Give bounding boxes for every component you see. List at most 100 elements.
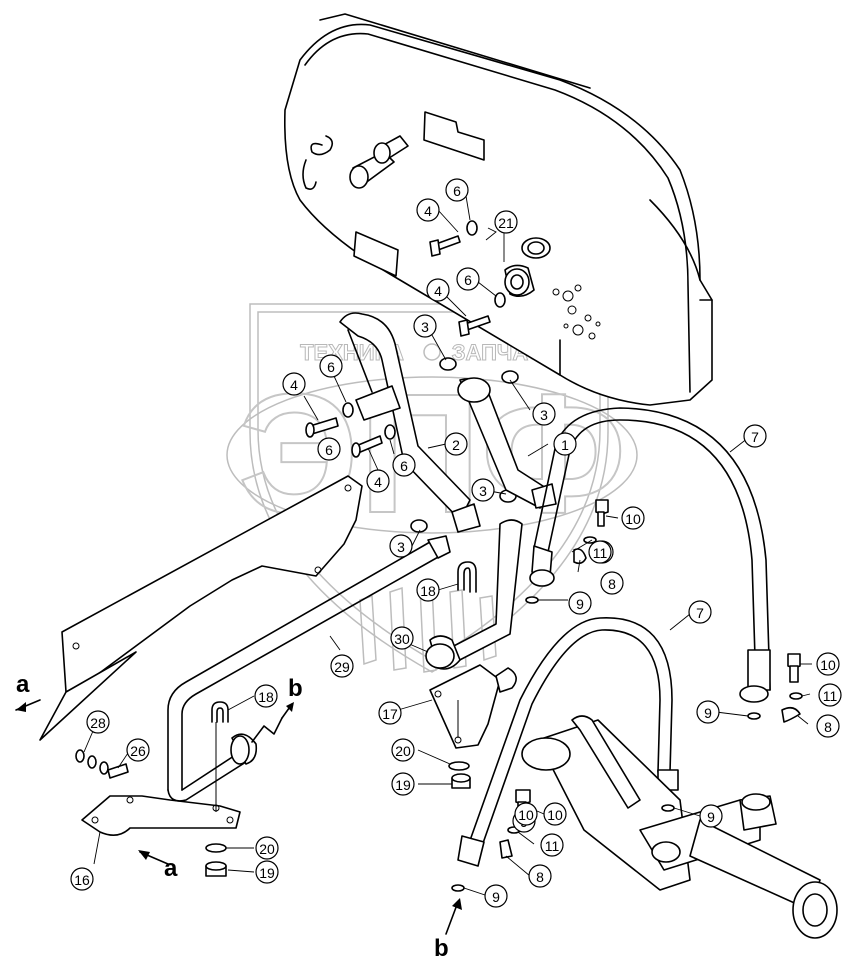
callout-number: 3 (540, 407, 548, 423)
view-arrows (15, 699, 462, 935)
callout-number: 18 (258, 689, 274, 705)
callout-number: 7 (751, 429, 759, 445)
callout-number: 11 (545, 838, 560, 854)
callout-circle (743, 424, 767, 448)
callout-circle (484, 884, 508, 908)
callout-circle (126, 738, 150, 762)
callout-6: 6 (319, 354, 343, 378)
callout-4: 4 (282, 372, 306, 396)
callout-circle (528, 864, 552, 888)
callout-circle (568, 591, 592, 615)
callout-4: 4 (366, 469, 390, 493)
callout-number: 29 (334, 659, 350, 675)
callout-number: 10 (547, 807, 563, 823)
fittings-upper (305, 220, 519, 533)
callout-number: 8 (536, 869, 544, 885)
callout-number: 3 (479, 483, 487, 499)
callout-7: 7 (743, 424, 767, 448)
callout-9: 9 (696, 700, 720, 724)
callout-circle (553, 432, 577, 456)
callout-4: 4 (426, 278, 450, 302)
callout-10: 10 (543, 802, 567, 826)
callout-circle (699, 804, 723, 828)
hydraulic-cylinder (521, 715, 838, 939)
callout-circle (445, 178, 469, 202)
callout-circle (532, 402, 556, 426)
callout-circle (319, 354, 343, 378)
callout-number: 9 (492, 889, 500, 905)
callout-circle (816, 714, 840, 738)
callout-circle (390, 626, 414, 650)
callout-number: 20 (395, 743, 411, 759)
callout-number: 28 (90, 715, 106, 731)
watermark-gear-icon (423, 343, 441, 361)
callout-18: 18 (416, 578, 440, 602)
callout-number: 21 (498, 215, 514, 231)
callout-8: 8 (600, 571, 624, 595)
callout-number: 17 (382, 706, 398, 722)
callout-circle (588, 540, 612, 564)
callout-number: 4 (290, 377, 298, 393)
callout-circle (254, 684, 278, 708)
callout-circle (255, 836, 279, 860)
view-label-a-lower: a (164, 855, 178, 882)
callout-number: 6 (464, 272, 472, 288)
callout-circle (426, 278, 450, 302)
callout-9: 9 (568, 591, 592, 615)
callout-4: 4 (416, 198, 440, 222)
part-7-hose-upper (529, 407, 771, 703)
suction-pipes (339, 312, 557, 533)
callout-number: 8 (824, 719, 832, 735)
callout-number: 10 (820, 657, 836, 673)
callout-circle (456, 267, 480, 291)
callout-circle (621, 506, 645, 530)
callout-number: 26 (130, 743, 146, 759)
callout-number: 11 (823, 688, 838, 704)
callout-number: 30 (394, 631, 410, 647)
callout-20: 20 (255, 836, 279, 860)
callout-21: 21 (494, 210, 518, 234)
callout-number: 10 (518, 807, 534, 823)
callout-number: 4 (434, 283, 442, 299)
callout-20: 20 (391, 738, 415, 762)
callout-circle (818, 683, 842, 707)
callout-circle (391, 738, 415, 762)
callout-29: 29 (330, 654, 354, 678)
callout-8: 8 (528, 864, 552, 888)
part-21-breather-cap (504, 264, 535, 298)
callout-17: 17 (378, 701, 402, 725)
callout-number: 4 (374, 474, 382, 490)
view-label-a-upper: a (16, 671, 30, 698)
callout-16: 16 (70, 867, 94, 891)
callout-circle (389, 534, 413, 558)
callout-6: 6 (445, 178, 469, 202)
callout-circle (514, 802, 538, 826)
callout-circle (330, 654, 354, 678)
callout-number: 10 (625, 511, 641, 527)
callout-circle (540, 833, 564, 857)
callout-3: 3 (389, 534, 413, 558)
callout-28: 28 (86, 710, 110, 734)
callout-10: 10 (621, 506, 645, 530)
callout-number: 11 (593, 545, 608, 561)
callout-number: 6 (453, 183, 461, 199)
callout-number: 6 (400, 458, 408, 474)
callout-number: 6 (327, 359, 335, 375)
callout-7: 7 (688, 600, 712, 624)
callout-number: 3 (421, 319, 429, 335)
callout-number: 2 (452, 437, 460, 453)
callout-circle (688, 600, 712, 624)
callout-9: 9 (699, 804, 723, 828)
callout-10: 10 (816, 652, 840, 676)
callout-6: 6 (456, 267, 480, 291)
callout-number: 6 (325, 442, 333, 458)
callout-6: 6 (317, 437, 341, 461)
callout-11: 11 (588, 540, 612, 564)
callout-circle (392, 453, 416, 477)
callout-layer: 1233334444666667788899999101010101111111… (70, 178, 842, 908)
callout-number: 1 (561, 437, 569, 453)
callout-11: 11 (818, 683, 842, 707)
callout-number: 16 (74, 872, 90, 888)
